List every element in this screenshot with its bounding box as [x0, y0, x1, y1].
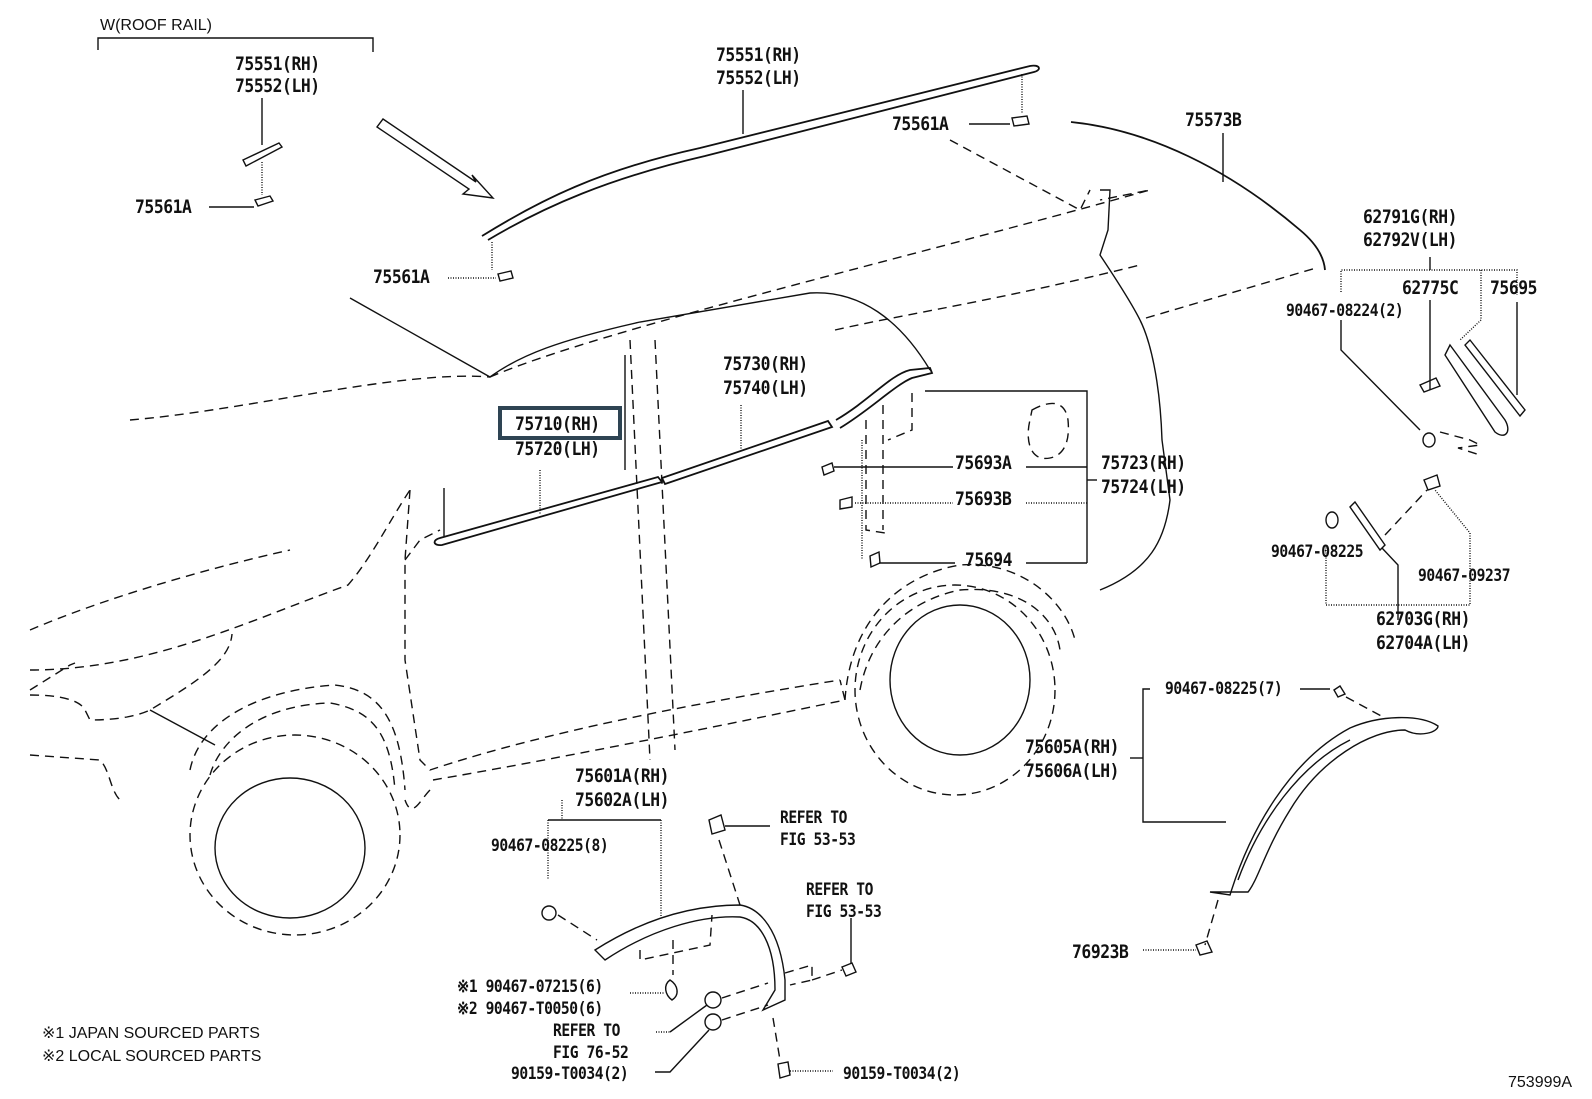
part-label-75605a-rh[interactable]: 75605A(RH) [1025, 736, 1120, 758]
rear-cover-assembly [1325, 474, 1471, 620]
refer-label-2-line2[interactable]: FIG 53-53 [806, 902, 882, 922]
part-label-75694[interactable]: 75694 [965, 549, 1013, 571]
part-label-75720-lh[interactable]: 75720(LH) [515, 438, 600, 460]
view-direction-arrow [375, 118, 495, 199]
part-label-75601a-rh[interactable]: 75601A(RH) [575, 765, 670, 787]
part-label-62704a-lh[interactable]: 62704A(LH) [1376, 632, 1471, 654]
roof-rail-group-label: W(ROOF RAIL) [100, 17, 212, 34]
part-label-90467-09237[interactable]: 90467-09237 [1418, 566, 1511, 586]
refer-label-1-line2[interactable]: FIG 53-53 [780, 830, 856, 850]
part-label-75561a-top[interactable]: 75561A [892, 113, 949, 135]
quarter-moulding-bracket [821, 390, 1097, 569]
part-label-90467-08225-8[interactable]: 90467-08225(8) [491, 836, 609, 856]
part-label-62791g-rh[interactable]: 62791G(RH) [1363, 206, 1458, 228]
note-japan-sourced: ※1 JAPAN SOURCED PARTS [42, 1025, 260, 1042]
part-label-75724-lh[interactable]: 75724(LH) [1101, 476, 1186, 498]
part-label-75573b[interactable]: 75573B [1185, 109, 1242, 131]
front-belt-moulding [433, 355, 664, 546]
part-label-75606a-lh[interactable]: 75606A(LH) [1025, 760, 1120, 782]
part-label-62775c[interactable]: 62775C [1402, 277, 1459, 299]
part-label-75552-lh-small[interactable]: 75552(LH) [235, 75, 320, 97]
roof-rail-part [448, 64, 1040, 282]
refer-label-3-line2[interactable]: FIG 76-52 [553, 1043, 629, 1063]
part-label-75740-lh[interactable]: 75740(LH) [723, 377, 808, 399]
roof-rail-group-bracket [97, 37, 374, 52]
figure-id: 753999A [1508, 1074, 1573, 1091]
highlight-box [498, 406, 622, 440]
part-label-75710-rh[interactable]: 75710(RH) [515, 413, 600, 435]
small-roof-rail-part [209, 98, 284, 208]
refer-label-3-line1[interactable]: REFER TO [553, 1021, 620, 1041]
part-label-90467-08225-7[interactable]: 90467-08225(7) [1165, 679, 1283, 699]
rear-wheel [844, 563, 1076, 796]
part-label-75561a-mid[interactable]: 75561A [373, 266, 430, 288]
part-label-75602a-lh[interactable]: 75602A(LH) [575, 789, 670, 811]
part-label-90159-t0034-left[interactable]: 90159-T0034(2) [511, 1064, 629, 1084]
front-arch-moulding [541, 800, 857, 1079]
refer-label-2-line1[interactable]: REFER TO [806, 880, 873, 900]
part-label-75561a-left[interactable]: 75561A [135, 196, 192, 218]
part-label-75695[interactable]: 75695 [1490, 277, 1538, 299]
part-label-76923b[interactable]: 76923B [1072, 941, 1129, 963]
part-label-90467-08224[interactable]: 90467-08224(2) [1286, 301, 1404, 321]
part-label-75730-rh[interactable]: 75730(RH) [723, 353, 808, 375]
part-label-90467-08225-cover[interactable]: 90467-08225 [1271, 542, 1364, 562]
part-label-90467-07215[interactable]: ※1 90467-07215(6) [457, 977, 603, 997]
vehicle-body-outline [29, 139, 1171, 809]
rear-spoiler-strip-part [1070, 121, 1326, 319]
part-label-75552-lh[interactable]: 75552(LH) [716, 67, 801, 89]
front-wheel [189, 684, 406, 936]
part-label-75551-rh-small[interactable]: 75551(RH) [235, 53, 320, 75]
rear-arch-moulding [1130, 685, 1439, 956]
part-label-62703g-rh[interactable]: 62703G(RH) [1376, 608, 1471, 630]
part-label-75693b[interactable]: 75693B [955, 488, 1012, 510]
rear-belt-moulding [660, 367, 934, 486]
part-label-90467-t0050[interactable]: ※2 90467-T0050(6) [457, 999, 603, 1019]
part-label-75723-rh[interactable]: 75723(RH) [1101, 452, 1186, 474]
part-label-90159-t0034-right[interactable]: 90159-T0034(2) [843, 1064, 961, 1084]
part-label-62792v-lh[interactable]: 62792V(LH) [1363, 229, 1458, 251]
note-local-sourced: ※2 LOCAL SOURCED PARTS [42, 1048, 262, 1065]
spoiler-assembly-bracket [1340, 257, 1526, 456]
part-label-75551-rh[interactable]: 75551(RH) [716, 44, 801, 66]
part-label-75693a[interactable]: 75693A [955, 452, 1012, 474]
refer-label-1-line1[interactable]: REFER TO [780, 808, 847, 828]
